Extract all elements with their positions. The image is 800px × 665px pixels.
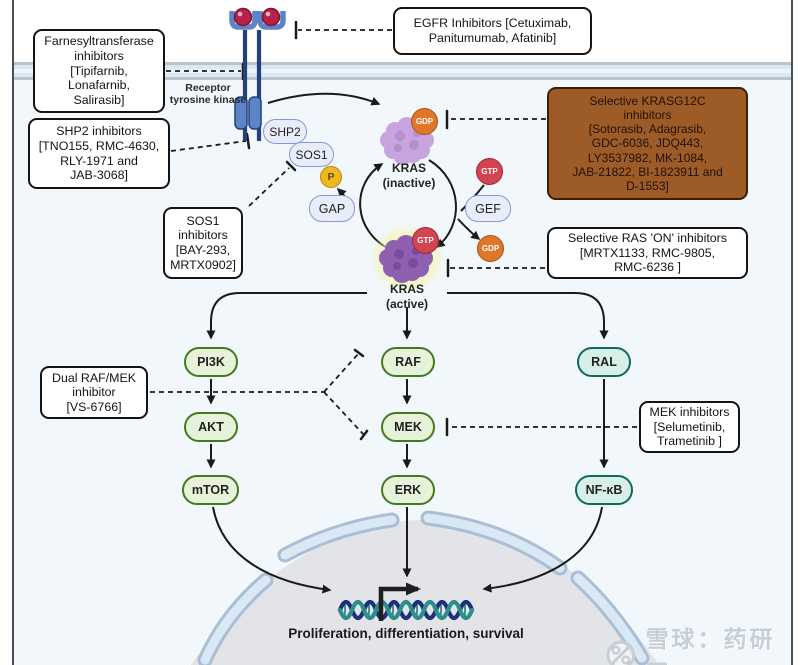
transcription-arrow-icon	[378, 582, 421, 621]
kras-active-label: KRAS (active)	[385, 282, 429, 311]
kras-active-blob	[379, 235, 433, 283]
figure-left-border	[12, 0, 14, 665]
gtp-molecule: GTP	[412, 227, 439, 254]
node-sos1: SOS1	[289, 142, 334, 167]
node-gef: GEF	[465, 195, 511, 222]
node-ral: RAL	[577, 347, 631, 377]
watermark: 雪球：药研网	[602, 620, 800, 665]
gdp-molecule: GDP	[477, 235, 504, 262]
node-shp2: SHP2	[263, 119, 307, 144]
node-gap: GAP	[309, 195, 355, 222]
krasg12c-inhibitors-box: Selective KRASG12C inhibitors [Sotorasib…	[547, 87, 748, 200]
gtp-molecule: GTP	[476, 158, 503, 185]
node-nfkb: NF-κB	[575, 475, 633, 505]
ligand-icon	[233, 7, 253, 27]
nucleus	[191, 510, 659, 665]
inhibition-t-bars	[241, 20, 450, 441]
sos1-inhibitors-box: SOS1 inhibitors [BAY-293, MRTX0902]	[163, 207, 243, 279]
node-akt: AKT	[184, 412, 238, 442]
gdp-molecule: GDP	[411, 108, 438, 135]
node-pi3k: PI3K	[184, 347, 238, 377]
node-raf: RAF	[381, 347, 435, 377]
pathway-outcome-label: Proliferation, differentiation, survival	[288, 626, 524, 641]
inhibition-dashed-lines	[150, 29, 637, 436]
dual-raf-mek-inhibitor-box: Dual RAF/MEK inhibitor [VS-6766]	[40, 366, 148, 419]
mek-inhibitors-box: MEK inhibitors [Selumetinib, Trametinib …	[639, 401, 740, 453]
ligand-icon	[261, 7, 281, 27]
farnesyltransferase-inhibitors-box: Farnesyltransferase inhibitors [Tipifarn…	[33, 29, 165, 113]
watermark-text: 雪球：药研网	[645, 626, 776, 665]
kras-inactive-label: KRAS (inactive)	[382, 161, 436, 190]
dna-helix-icon	[337, 599, 475, 621]
node-erk: ERK	[381, 475, 435, 505]
activation-arrows	[206, 92, 609, 594]
shp2-inhibitors-box: SHP2 inhibitors [TNO155, RMC-4630, RLY-1…	[28, 118, 170, 189]
egfr-inhibitors-box: EGFR Inhibitors [Cetuximab, Panitumumab,…	[393, 7, 592, 55]
node-mtor: mTOR	[182, 475, 239, 505]
receptor-tyrosine-kinase-icon	[229, 7, 286, 141]
phosphate-molecule: P	[320, 166, 342, 188]
nuclear-envelope-segments	[197, 510, 650, 665]
node-mek: MEK	[381, 412, 435, 442]
figure-right-border	[791, 0, 793, 665]
ras-on-inhibitors-box: Selective RAS 'ON' inhibitors [MRTX1133,…	[547, 227, 748, 279]
watermark-logo-icon	[606, 640, 636, 665]
receptor-tyrosine-kinase-label: Receptor tyrosine kinase	[169, 82, 247, 107]
plasma-membrane	[13, 62, 792, 80]
